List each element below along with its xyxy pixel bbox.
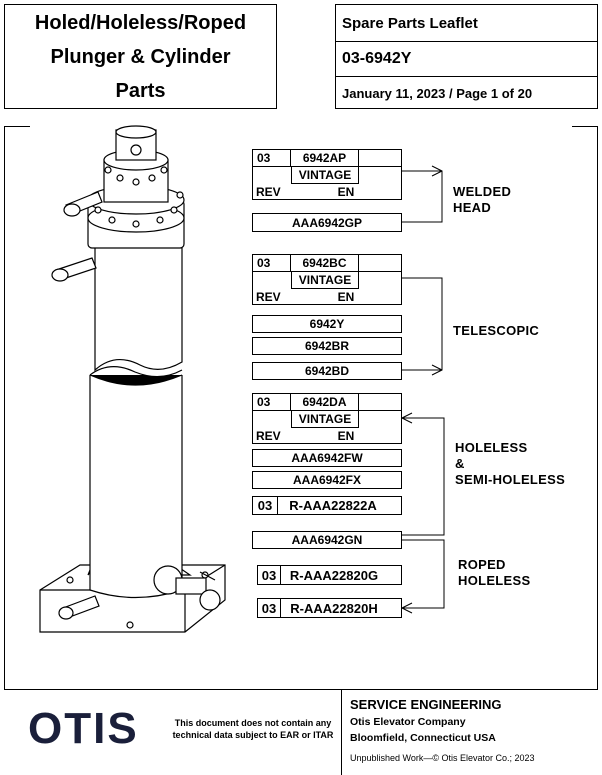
holeless-part-1: AAA6942FW: [252, 449, 402, 467]
company-name: Otis Elevator Company: [350, 716, 466, 728]
holeless-prefix: 03: [253, 394, 291, 411]
welded-head-code: 6942AP: [291, 150, 359, 167]
welded-head-label-line-2: HEAD: [453, 200, 492, 215]
welded-head-en: EN: [337, 185, 355, 199]
holeless-label: HOLELESS & SEMI-HOLELESS: [455, 440, 565, 488]
holeless-rev: REV: [256, 429, 281, 443]
holeless-part-2: AAA6942FX: [252, 471, 402, 489]
telescopic-label: TELESCOPIC: [453, 323, 540, 338]
telescopic-part-1: 6942Y: [252, 315, 402, 333]
roped-holeless-label-line-1: ROPED: [458, 557, 506, 572]
holeless-vintage: VINTAGE: [291, 411, 359, 428]
title-line-2: Plunger & Cylinder: [50, 45, 231, 68]
roped-holeless-prefixed-part-1: 03 R-AAA22820G: [257, 565, 402, 585]
copyright: Unpublished Work—© Otis Elevator Co.; 20…: [350, 753, 535, 763]
holeless-label-line-1: HOLELESS: [455, 440, 528, 455]
roped-prefixed-2-prefix: 03: [258, 599, 281, 617]
leaflet-type: Spare Parts Leaflet: [336, 5, 597, 42]
main-frame: [4, 126, 598, 689]
telescopic-prefix: 03: [253, 255, 291, 272]
company-city: Bloomfield, Connecticut USA: [350, 732, 496, 744]
date-page: January 11, 2023 / Page 1 of 20: [342, 86, 533, 101]
frame-corner-right: [572, 126, 598, 134]
footer-divider: [4, 689, 598, 690]
holeless-prefixed-part: 03 R-AAA22822A: [252, 496, 402, 515]
footer-vertical-divider: [341, 689, 342, 775]
telescopic-en: EN: [337, 290, 355, 304]
holeless-prefixed-prefix: 03: [253, 497, 278, 514]
holeless-code-box: 03 6942DA VINTAGE REV EN: [252, 393, 402, 444]
welded-head-code-box: 03 6942AP VINTAGE REV EN: [252, 149, 402, 200]
document-title: Holed/Holeless/Roped Plunger & Cylinder …: [4, 4, 277, 109]
frame-corner-left: [4, 126, 30, 134]
roped-prefixed-1-prefix: 03: [258, 566, 281, 584]
roped-prefixed-2-code: R-AAA22820H: [290, 600, 378, 616]
disclaimer-line-2: technical data subject to EAR or ITAR: [172, 730, 334, 740]
telescopic-part-3: 6942BD: [252, 362, 402, 380]
roped-holeless-label-line-2: HOLELESS: [458, 573, 531, 588]
telescopic-code-box: 03 6942BC VINTAGE REV EN: [252, 254, 402, 305]
export-disclaimer: This document does not contain any techn…: [168, 717, 338, 741]
title-line-1: Holed/Holeless/Roped: [34, 11, 247, 34]
leaflet-number: 03-6942Y: [336, 42, 597, 77]
welded-head-label: WELDED HEAD: [453, 184, 511, 216]
holeless-prefixed-code: R-AAA22822A: [289, 498, 377, 513]
roped-holeless-part: AAA6942GN: [252, 531, 402, 549]
welded-head-rev: REV: [256, 185, 281, 199]
holeless-blank: [359, 394, 401, 411]
welded-head-vintage: VINTAGE: [291, 167, 359, 184]
disclaimer-line-1: This document does not contain any: [174, 718, 332, 728]
welded-head-blank: [359, 150, 401, 167]
holeless-en: EN: [337, 429, 355, 443]
telescopic-blank: [359, 255, 401, 272]
roped-holeless-label: ROPED HOLELESS: [458, 557, 530, 589]
holeless-label-line-2: &: [455, 456, 465, 471]
leaflet-info: Spare Parts Leaflet 03-6942Y January 11,…: [335, 4, 598, 109]
telescopic-part-2: 6942BR: [252, 337, 402, 355]
otis-logo: OTIS: [28, 704, 139, 753]
service-title: SERVICE ENGINEERING: [350, 697, 502, 712]
welded-head-part: AAA6942GP: [252, 213, 402, 232]
roped-holeless-prefixed-part-2: 03 R-AAA22820H: [257, 598, 402, 618]
holeless-label-line-3: SEMI-HOLELESS: [455, 472, 566, 487]
title-line-3: Parts: [115, 79, 166, 102]
telescopic-rev: REV: [256, 290, 281, 304]
welded-head-prefix: 03: [253, 150, 291, 167]
roped-prefixed-1-code: R-AAA22820G: [289, 567, 379, 583]
telescopic-vintage: VINTAGE: [291, 272, 359, 289]
holeless-code: 6942DA: [291, 394, 359, 411]
welded-head-label-line-1: WELDED: [453, 184, 512, 199]
telescopic-code: 6942BC: [291, 255, 359, 272]
